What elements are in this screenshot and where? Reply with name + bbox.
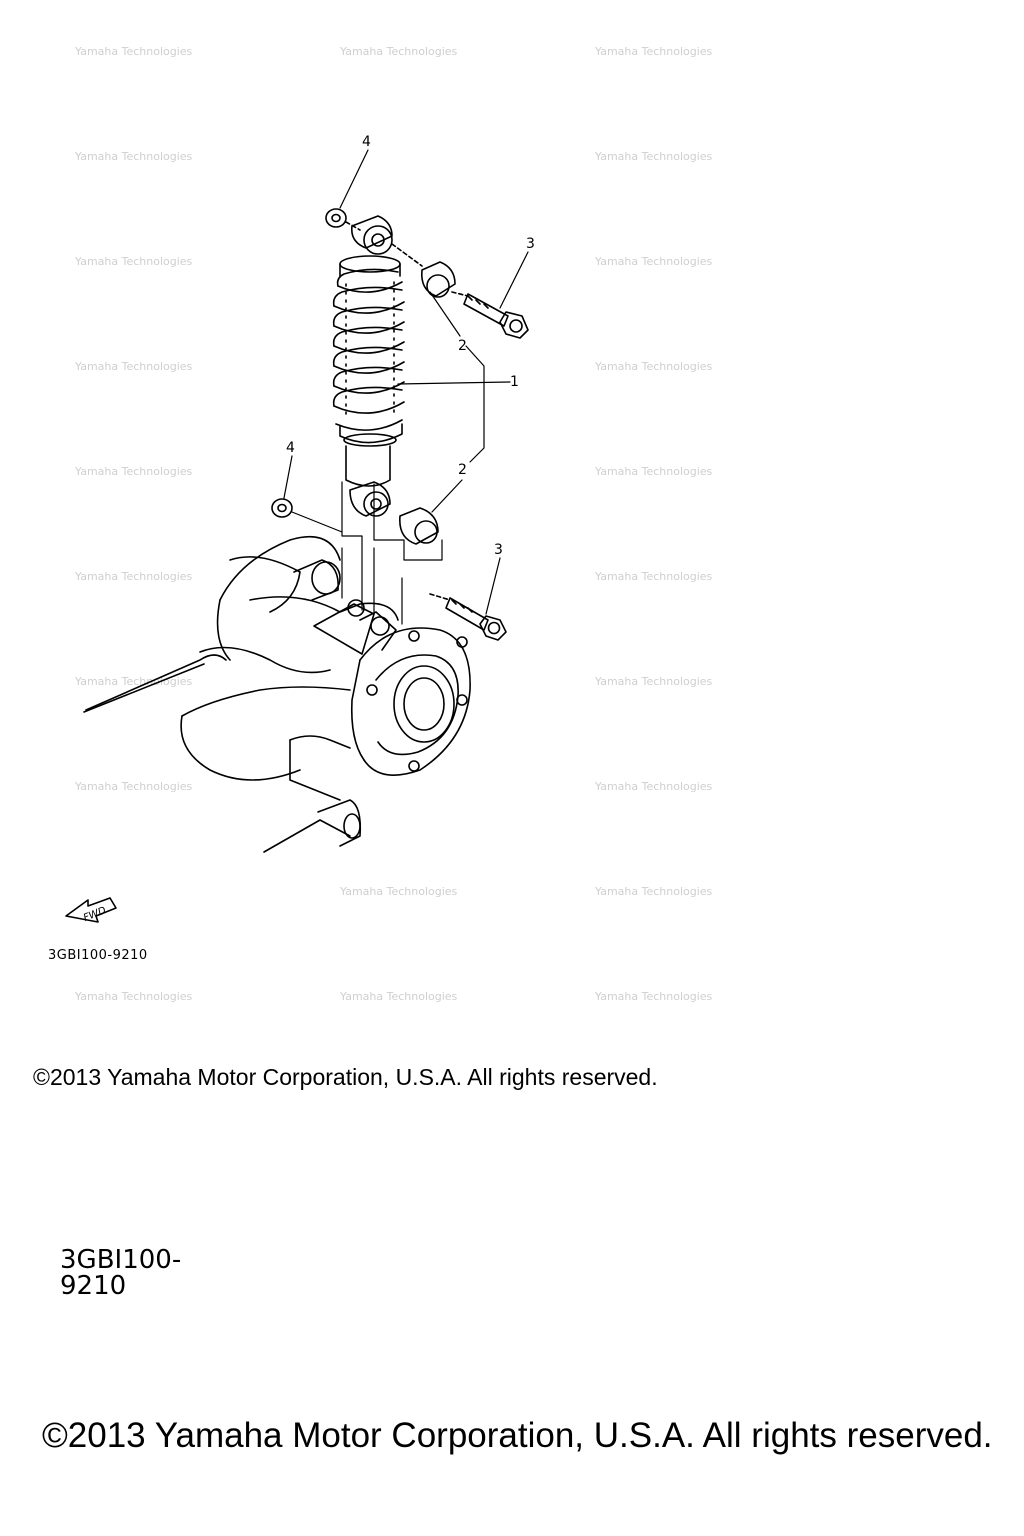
svg-text:Yamaha Technologies: Yamaha Technologies: [594, 885, 713, 898]
svg-text:Yamaha Technologies: Yamaha Technologies: [594, 780, 713, 793]
lower-bushing: [399, 507, 439, 545]
svg-text:Yamaha Technologies: Yamaha Technologies: [594, 990, 713, 1003]
fwd-arrow: [65, 897, 117, 923]
svg-text:Yamaha Technologies: Yamaha Technologies: [74, 150, 193, 163]
callout-bolt-lower: 3: [494, 542, 503, 558]
svg-text:Yamaha Technologies: Yamaha Technologies: [74, 45, 193, 58]
lower-nut: [271, 498, 293, 518]
svg-text:Yamaha Technologies: Yamaha Technologies: [594, 465, 713, 478]
callout-bushing-lower: 2: [458, 462, 467, 478]
svg-text:Yamaha Technologies: Yamaha Technologies: [339, 885, 458, 898]
watermark-layer: Yamaha Technologies Yamaha Technologies …: [74, 45, 713, 1003]
diagram-code: 3GBI100-9210: [48, 948, 148, 963]
svg-text:Yamaha Technologies: Yamaha Technologies: [339, 45, 458, 58]
callout-bolt-upper: 3: [526, 236, 535, 252]
copyright-small: ©2013 Yamaha Motor Corporation, U.S.A. A…: [33, 1064, 658, 1090]
svg-text:Yamaha Technologies: Yamaha Technologies: [74, 465, 193, 478]
leader-lines: [283, 149, 529, 615]
cropped-diagram-code: 3GBI100-9210: [60, 1245, 182, 1301]
svg-text:Yamaha Technologies: Yamaha Technologies: [74, 360, 193, 373]
callout-shock-absorber: 1: [510, 374, 519, 390]
shock-upper-eye: [350, 215, 393, 255]
shock-lower-eye: [349, 481, 391, 517]
callout-bushing-upper: 2: [458, 338, 467, 354]
upper-bolt: [451, 291, 529, 339]
svg-text:Yamaha Technologies: Yamaha Technologies: [594, 255, 713, 268]
svg-text:Yamaha Technologies: Yamaha Technologies: [74, 255, 193, 268]
svg-text:Yamaha Technologies: Yamaha Technologies: [594, 150, 713, 163]
svg-text:Yamaha Technologies: Yamaha Technologies: [74, 780, 193, 793]
copyright-large: ©2013 Yamaha Motor Corporation, U.S.A. A…: [42, 1416, 993, 1455]
callout-nut-upper: 4: [362, 134, 371, 150]
svg-text:Yamaha Technologies: Yamaha Technologies: [594, 570, 713, 583]
svg-text:Yamaha Technologies: Yamaha Technologies: [594, 360, 713, 373]
upper-bushing: [420, 261, 456, 298]
svg-text:Yamaha Technologies: Yamaha Technologies: [74, 675, 193, 688]
upper-nut: [325, 208, 347, 228]
svg-text:Yamaha Technologies: Yamaha Technologies: [339, 990, 458, 1003]
svg-text:Yamaha Technologies: Yamaha Technologies: [594, 45, 713, 58]
axle-housing: [83, 536, 399, 853]
lower-bolt: [429, 593, 507, 641]
callout-nut-lower: 4: [286, 440, 295, 456]
svg-text:Yamaha Technologies: Yamaha Technologies: [594, 675, 713, 688]
wheel-hub: [350, 627, 471, 776]
svg-text:Yamaha Technologies: Yamaha Technologies: [74, 990, 193, 1003]
shock-cylinder: [339, 423, 403, 487]
svg-text:Yamaha Technologies: Yamaha Technologies: [74, 570, 193, 583]
shock-spring: [332, 255, 405, 431]
